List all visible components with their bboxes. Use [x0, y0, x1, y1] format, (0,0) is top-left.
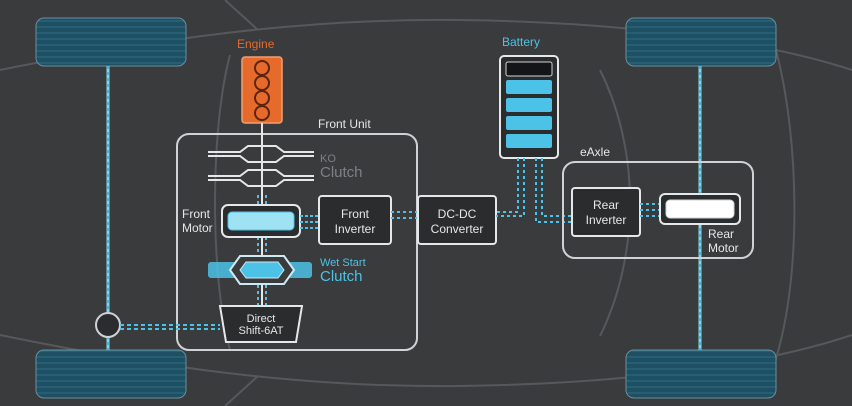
ko-clutch-icon [208, 145, 314, 187]
front-unit-label: Front Unit [318, 117, 371, 131]
front-unit-box [176, 133, 418, 351]
wet-clutch-label: Clutch [320, 268, 363, 285]
eaxle-box [562, 161, 754, 259]
wheel-rear-right [625, 349, 777, 399]
rear-inverter-label-2: Inverter [585, 213, 627, 227]
battery-pack [499, 55, 559, 159]
dcdc-label-2: Converter [430, 222, 484, 236]
direct-shift-transmission [218, 305, 304, 343]
battery-label: Battery [502, 35, 541, 49]
rear-motor-label-1: Rear [708, 227, 735, 241]
battery-links [496, 158, 572, 223]
direct-shift-label-2: Shift-6AT [238, 325, 284, 337]
front-motor-label-2: Motor [182, 221, 213, 235]
direct-shift-label-1: Direct [246, 313, 276, 325]
rear-inverter-label-1: Rear [592, 198, 619, 212]
differential-icon [95, 312, 121, 338]
engine-label: Engine [237, 37, 275, 51]
front-axle [95, 66, 121, 350]
wet-start-label: Wet Start [320, 257, 366, 269]
ko-clutch-label: Clutch [320, 164, 363, 181]
eaxle-label: eAxle [580, 145, 611, 159]
engine-block [241, 56, 283, 124]
dcdc-label-1: DC-DC [437, 207, 477, 221]
inverter-dcdc-link [391, 211, 418, 219]
rear-inverter-motor-link [640, 203, 662, 217]
front-inverter-label-2: Inverter [334, 222, 376, 236]
wheel-front-left [35, 17, 187, 67]
ko-label: KO [320, 153, 336, 165]
wheel-front-right [35, 349, 187, 399]
rear-motor-icon [659, 193, 741, 225]
front-motor-label-1: Front [182, 207, 211, 221]
front-motor-icon [221, 204, 318, 238]
wet-start-clutch-icon [208, 255, 312, 285]
front-inverter-box [318, 195, 392, 245]
rear-inverter-box [571, 187, 641, 237]
dcdc-converter-box [417, 195, 497, 245]
front-inverter-label-1: Front [340, 207, 369, 221]
rear-motor-label-2: Motor [708, 241, 739, 255]
wheel-rear-left [625, 17, 777, 67]
